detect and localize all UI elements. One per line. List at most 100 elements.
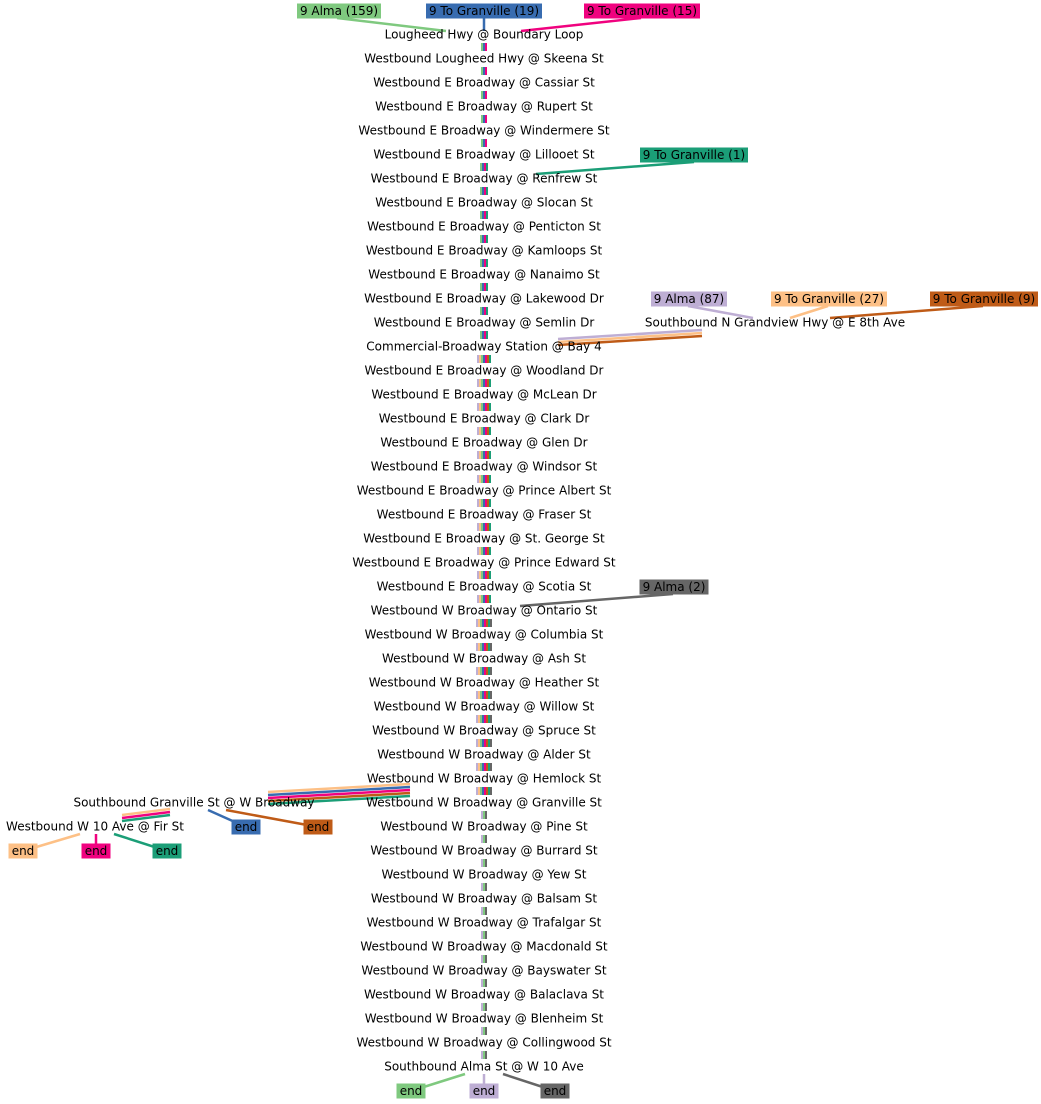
- route-segment-18-3: [483, 451, 485, 459]
- route-segment-10-3: [486, 259, 488, 267]
- route-segment-43-0: [481, 1051, 483, 1059]
- route-segment-11-1: [482, 283, 484, 291]
- route-segment-10-0: [480, 259, 482, 267]
- route-segment-20-4: [485, 499, 487, 507]
- route-segment-16-2: [481, 403, 483, 411]
- route-segments: [476, 43, 492, 1059]
- route-segment-29-3: [482, 715, 484, 723]
- route-segment-30-7: [490, 739, 492, 747]
- stop-label-westbound-lougheed-hwy-skeena-st: Westbound Lougheed Hwy @ Skeena St: [364, 52, 604, 66]
- route-segment-18-2: [481, 451, 483, 459]
- route-segment-19-0: [477, 475, 479, 483]
- route-segment-7-0: [480, 187, 482, 195]
- route-segment-15-5: [487, 379, 489, 387]
- route-segment-43-2: [485, 1051, 487, 1059]
- stop-label-lougheed-hwy-boundary-loop: Lougheed Hwy @ Boundary Loop: [385, 28, 584, 42]
- route-segment-36-0: [481, 883, 483, 891]
- badge-end-tog15: end: [81, 843, 111, 859]
- route-segment-39-2: [485, 955, 487, 963]
- route-segment-24-2: [481, 595, 483, 603]
- stop-label-westbound-w-broadway-balsam-st: Westbound W Broadway @ Balsam St: [371, 892, 598, 906]
- badge-end-tog9-bg: [303, 819, 333, 835]
- edge-tog27-start: [789, 304, 829, 320]
- edge-tog9-granville: [267, 791, 411, 803]
- route-segment-26-7: [490, 643, 492, 651]
- route-segment-17-0: [477, 427, 479, 435]
- edge-tog27-grandview: [557, 331, 703, 344]
- route-segment-19-2: [481, 475, 483, 483]
- edge-alma159-start: [336, 16, 447, 33]
- route-segment-23-5: [487, 571, 489, 579]
- stop-label-westbound-w-broadway-hemlock-st: Westbound W Broadway @ Hemlock St: [367, 772, 602, 786]
- stop-label-westbound-e-broadway-semlin-dr: Westbound E Broadway @ Semlin Dr: [374, 316, 595, 330]
- route-segment-25-4: [484, 619, 486, 627]
- stop-label-westbound-e-broadway-nanaimo-st: Westbound E Broadway @ Nanaimo St: [368, 268, 600, 282]
- route-segment-30-4: [484, 739, 486, 747]
- route-segment-24-3: [483, 595, 485, 603]
- route-segment-21-4: [485, 523, 487, 531]
- route-segment-21-6: [489, 523, 491, 531]
- edge-tog1-start: [535, 160, 695, 176]
- badge-alma87: 9 Alma (87): [651, 291, 727, 307]
- route-segment-12-3: [486, 307, 488, 315]
- stop-label-westbound-e-broadway-scotia-st: Westbound E Broadway @ Scotia St: [377, 580, 592, 594]
- route-segment-34-0: [481, 835, 483, 843]
- stop-label-westbound-w-broadway-blenheim-st: Westbound W Broadway @ Blenheim St: [365, 1012, 604, 1026]
- route-segment-25-6: [488, 619, 490, 627]
- route-segment-22-2: [481, 547, 483, 555]
- route-segment-23-6: [489, 571, 491, 579]
- route-segment-6-2: [484, 163, 486, 171]
- stop-label-westbound-e-broadway-mclean-dr: Westbound E Broadway @ McLean Dr: [371, 388, 596, 402]
- route-segment-10-1: [482, 259, 484, 267]
- route-segment-23-2: [481, 571, 483, 579]
- route-segment-14-0: [477, 355, 479, 363]
- route-segment-20-0: [477, 499, 479, 507]
- route-segment-23-1: [479, 571, 481, 579]
- route-segment-4-2: [485, 115, 487, 123]
- stop-label-westbound-e-broadway-windsor-st: Westbound E Broadway @ Windsor St: [371, 460, 598, 474]
- route-segment-8-0: [480, 211, 482, 219]
- route-segment-4-1: [483, 115, 485, 123]
- route-segment-38-2: [485, 931, 487, 939]
- route-segment-15-6: [489, 379, 491, 387]
- route-segment-24-0: [477, 595, 479, 603]
- route-segment-28-4: [484, 691, 486, 699]
- route-segment-28-3: [482, 691, 484, 699]
- route-segment-4-0: [481, 115, 483, 123]
- stop-label-westbound-w-broadway-spruce-st: Westbound W Broadway @ Spruce St: [372, 724, 596, 738]
- route-segment-30-1: [478, 739, 480, 747]
- stop-label-granville: Southbound Granville St @ W Broadway: [73, 796, 314, 810]
- stop-label-westbound-e-broadway-prince-albert-st: Westbound E Broadway @ Prince Albert St: [357, 484, 612, 498]
- route-segment-18-6: [489, 451, 491, 459]
- route-segment-7-2: [484, 187, 486, 195]
- route-segment-33-2: [485, 811, 487, 819]
- route-segment-20-5: [487, 499, 489, 507]
- stop-label-commercial-broadway-station-bay-4: Commercial-Broadway Station @ Bay 4: [366, 340, 601, 354]
- route-segment-19-6: [489, 475, 491, 483]
- route-segment-31-5: [486, 763, 488, 771]
- route-segment-21-1: [479, 523, 481, 531]
- badge-end-alma87-label: end: [473, 1084, 496, 1098]
- badge-alma87-bg: [651, 291, 727, 307]
- route-segment-24-1: [479, 595, 481, 603]
- badge-end-tog19-label: end: [235, 820, 258, 834]
- badge-end-alma159-bg: [396, 1083, 426, 1099]
- stop-label-westbound-e-broadway-penticton-st: Westbound E Broadway @ Penticton St: [367, 220, 601, 234]
- route-segment-6-3: [486, 163, 488, 171]
- stop-label-westbound-w-broadway-trafalgar-st: Westbound W Broadway @ Trafalgar St: [367, 916, 602, 930]
- route-segment-15-3: [483, 379, 485, 387]
- route-segment-15-2: [481, 379, 483, 387]
- route-segment-16-6: [489, 403, 491, 411]
- route-segment-26-1: [478, 643, 480, 651]
- edge-tog15-start: [520, 16, 642, 33]
- badge-end-alma2-bg: [540, 1083, 570, 1099]
- route-segment-23-0: [477, 571, 479, 579]
- route-segment-28-0: [476, 691, 478, 699]
- stop-label-westbound-e-broadway-slocan-st: Westbound E Broadway @ Slocan St: [375, 196, 593, 210]
- route-segment-28-7: [490, 691, 492, 699]
- route-segment-27-6: [488, 667, 490, 675]
- edge-tog9-start: [829, 304, 984, 320]
- route-segment-23-3: [483, 571, 485, 579]
- route-segment-19-5: [487, 475, 489, 483]
